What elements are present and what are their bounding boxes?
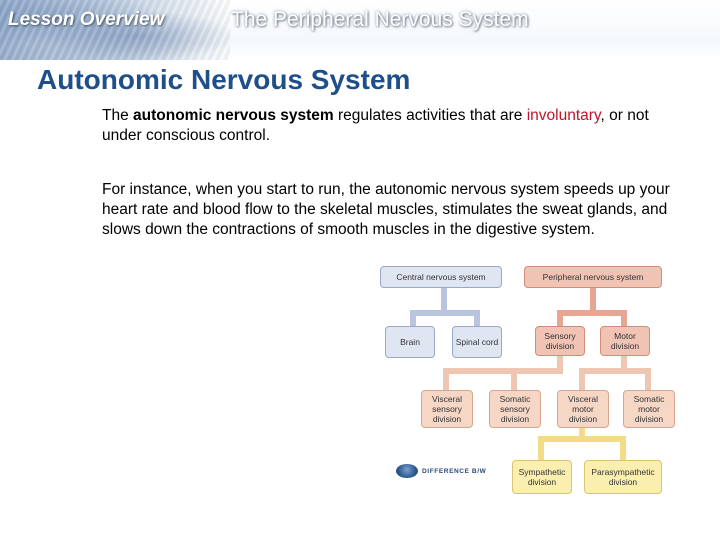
header-title: The Peripheral Nervous System <box>231 8 529 31</box>
lesson-overview-label: Lesson Overview <box>8 9 165 30</box>
connector <box>410 310 416 328</box>
connector <box>557 310 563 328</box>
intro-text-end: , or not under conscious control. <box>102 107 649 144</box>
slide-header: Lesson Overview The Peripheral Nervous S… <box>0 0 720 60</box>
connector <box>579 426 585 440</box>
nervous-system-diagram: Central nervous system Peripheral nervou… <box>376 262 676 502</box>
connector <box>645 368 651 390</box>
difference-bw-watermark: DIFFERENCE B/W <box>396 462 506 480</box>
connector <box>443 368 449 390</box>
intro-text-middle: regulates activities that are <box>333 107 527 124</box>
connector <box>579 368 585 390</box>
node-sympathetic-division: Sympathetic division <box>512 460 572 494</box>
node-somatic-sensory-division: Somatic sensory division <box>489 390 541 428</box>
node-somatic-motor-division: Somatic motor division <box>623 390 675 428</box>
connector <box>538 436 626 442</box>
connector <box>538 436 544 460</box>
node-motor-division: Motor division <box>600 326 650 356</box>
connector <box>557 354 563 372</box>
globe-logo-icon <box>396 464 418 478</box>
connector <box>621 354 627 372</box>
header-photo-banner <box>0 0 230 60</box>
term-involuntary: involuntary <box>526 107 601 124</box>
node-spinal-cord: Spinal cord <box>452 326 502 358</box>
connector <box>620 436 626 460</box>
connector <box>443 368 563 374</box>
node-brain: Brain <box>385 326 435 358</box>
node-visceral-motor-division: Visceral motor division <box>557 390 609 428</box>
node-peripheral-nervous-system: Peripheral nervous system <box>524 266 662 288</box>
node-parasympathetic-division: Parasympathetic division <box>584 460 662 494</box>
connector <box>474 310 480 328</box>
connector <box>590 288 596 314</box>
slide-title: Autonomic Nervous System <box>37 64 411 95</box>
connector <box>410 310 480 316</box>
node-visceral-sensory-division: Visceral sensory division <box>421 390 473 428</box>
connector <box>557 310 627 316</box>
intro-text-start: The <box>102 107 134 124</box>
connector <box>621 310 627 328</box>
node-sensory-division: Sensory division <box>535 326 585 356</box>
node-central-nervous-system: Central nervous system <box>380 266 502 288</box>
watermark-text: DIFFERENCE B/W <box>422 467 487 475</box>
connector <box>511 368 517 390</box>
connector <box>579 368 651 374</box>
paragraph-example: For instance, when you start to run, the… <box>102 181 670 238</box>
term-autonomic-nervous-system: autonomic nervous system <box>133 107 334 124</box>
connector <box>441 288 447 314</box>
paragraph-intro: The autonomic nervous system regulates a… <box>102 106 692 146</box>
